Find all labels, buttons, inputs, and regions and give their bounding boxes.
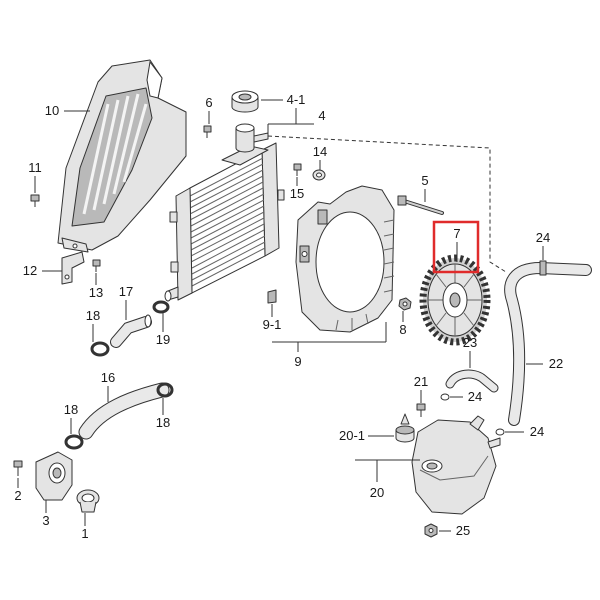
part-3-thermostat-housing	[35, 451, 73, 501]
callout-20-1: 20-1	[339, 428, 365, 443]
part-18-clamp-a	[90, 341, 110, 357]
part-25-nut	[424, 523, 438, 538]
callout-12: 12	[23, 263, 37, 278]
part-13-bolt	[92, 259, 101, 272]
callout-11: 11	[28, 160, 42, 175]
callout-18-c: 18	[156, 415, 170, 430]
callout-labels: 10 6 4-1 4 14 11 15 5 7 24 12 13 17 18 1…	[14, 92, 563, 541]
callout-24-mid: 24	[468, 389, 482, 404]
part-9-1-clip	[267, 289, 277, 304]
part-17-elbow-pipe	[110, 314, 152, 348]
part-8-nut	[398, 297, 412, 311]
part-20-reservoir-tank	[411, 415, 501, 515]
callout-24-low: 24	[530, 424, 544, 439]
part-12-bracket	[61, 251, 85, 285]
callout-8: 8	[399, 322, 406, 337]
hose-route-line	[267, 135, 507, 273]
callout-25: 25	[456, 523, 470, 538]
callout-17: 17	[119, 284, 133, 299]
callout-4: 4	[318, 108, 325, 123]
callout-7: 7	[453, 226, 460, 241]
callout-16: 16	[101, 370, 115, 385]
leader-20	[355, 459, 420, 482]
leader-4	[267, 108, 314, 133]
part-4-1-radiator-cap	[231, 90, 259, 113]
highlight-box	[432, 220, 480, 274]
part-18-clamp-c	[156, 382, 174, 398]
part-23-small-hose	[445, 369, 499, 393]
callout-4-1: 4-1	[287, 92, 306, 107]
callout-21: 21	[414, 374, 428, 389]
part-1-thermostat	[76, 489, 100, 513]
part-21-bolt	[416, 403, 426, 417]
callout-9-1: 9-1	[263, 317, 282, 332]
callout-15: 15	[290, 186, 304, 201]
part-7-cooling-fan	[419, 254, 491, 346]
part-6-bolt	[203, 125, 212, 138]
part-22-hose	[504, 261, 592, 426]
leader-lines	[17, 99, 544, 532]
part-5-long-bolt	[397, 195, 444, 215]
part-20-1-reservoir-cap	[395, 413, 415, 443]
callout-2: 2	[14, 488, 21, 503]
callout-23: 23	[463, 335, 477, 350]
part-4-radiator	[164, 123, 285, 302]
callout-1: 1	[81, 526, 88, 541]
callout-18-a: 18	[86, 308, 100, 323]
part-19-clamp	[152, 300, 170, 314]
callout-19: 19	[156, 332, 170, 347]
part-24-clip-top	[539, 260, 547, 276]
callout-9: 9	[294, 354, 301, 369]
part-18-clamp-b	[64, 434, 84, 450]
part-24-clip-low	[495, 428, 505, 436]
part-9-fan-shroud	[295, 185, 395, 333]
part-16-hose	[78, 382, 170, 440]
part-11-bolt	[30, 194, 40, 207]
callout-20: 20	[370, 485, 384, 500]
part-2-bolt	[13, 460, 23, 476]
part-10-shroud-cover	[57, 59, 187, 253]
callout-18-b: 18	[64, 402, 78, 417]
part-24-clip-mid	[440, 393, 450, 401]
callout-5: 5	[421, 173, 428, 188]
part-15-bolt	[293, 163, 302, 176]
callout-3: 3	[42, 513, 49, 528]
callout-22: 22	[549, 356, 563, 371]
part-14-nut	[312, 169, 326, 181]
callout-13: 13	[89, 285, 103, 300]
leader-9	[272, 322, 387, 352]
callout-24-top: 24	[536, 230, 550, 245]
callout-6: 6	[205, 95, 212, 110]
callout-14: 14	[313, 144, 327, 159]
callout-10: 10	[45, 103, 59, 118]
